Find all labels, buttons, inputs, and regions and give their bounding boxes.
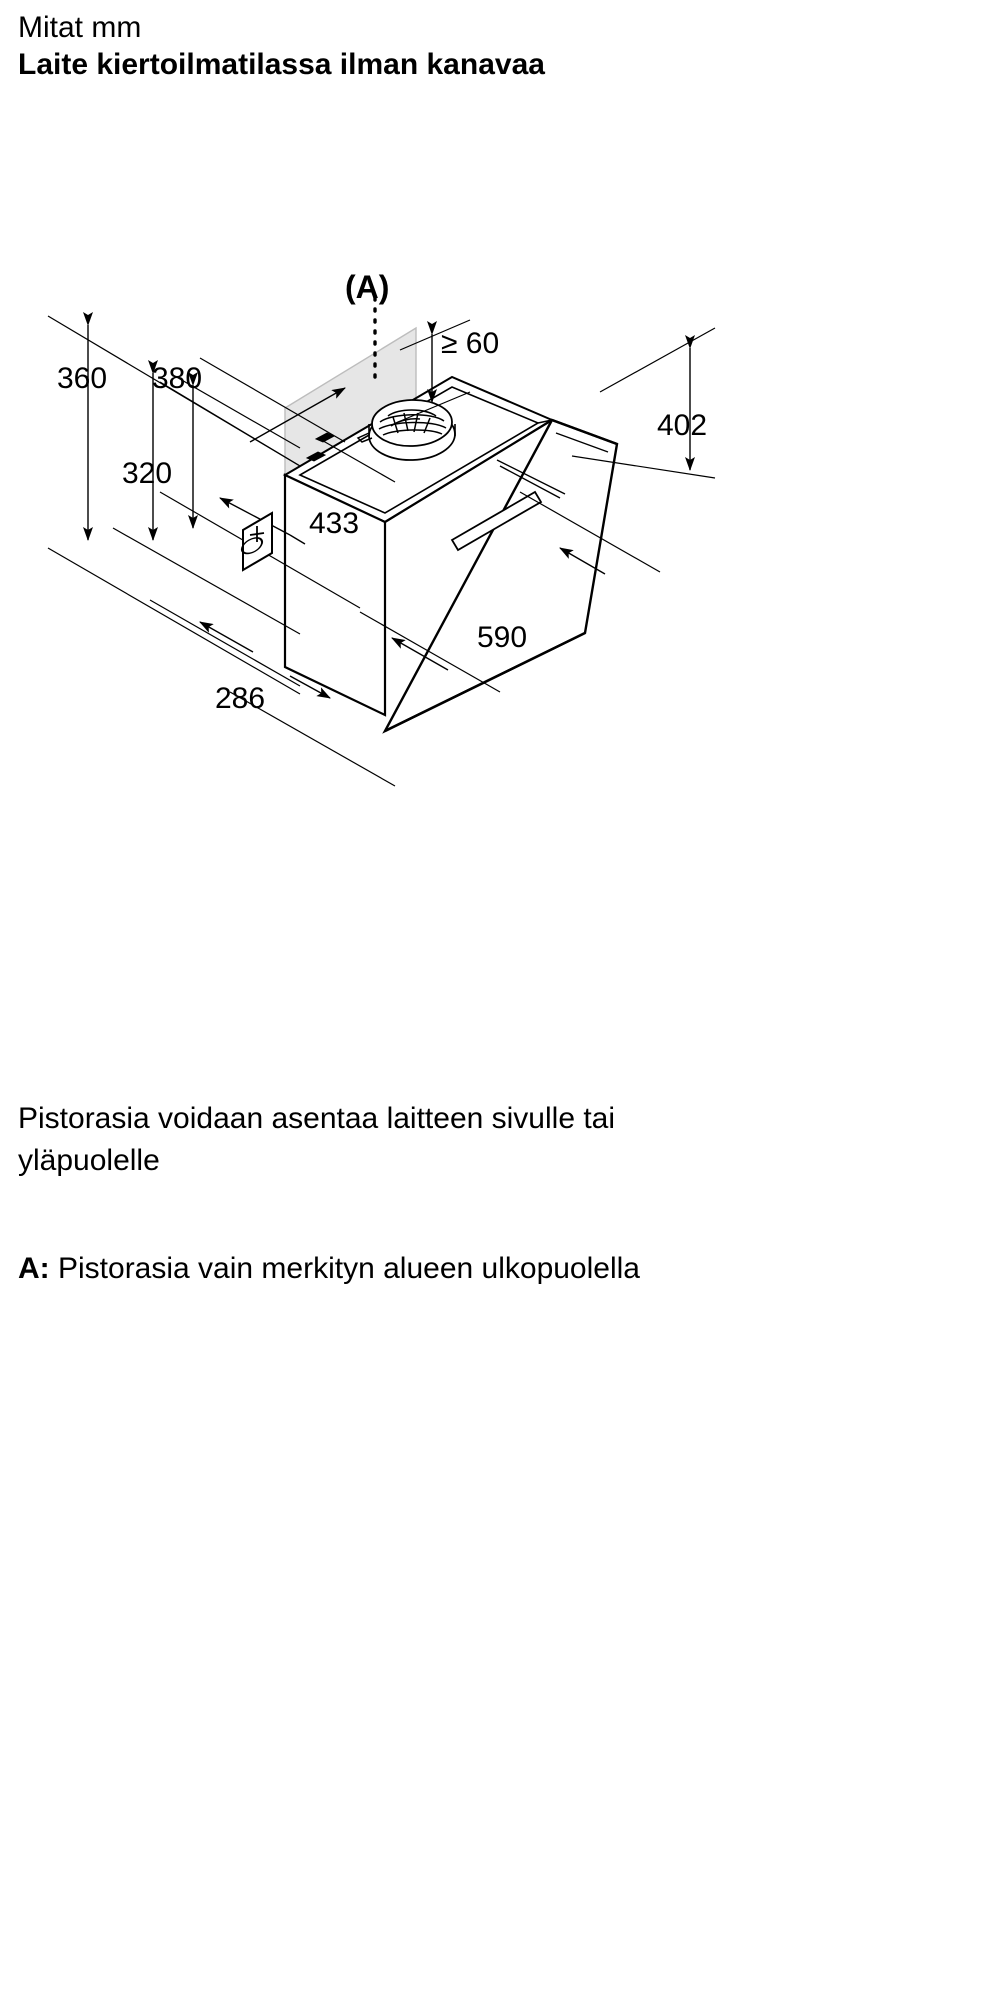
- dim-label-320: 320: [122, 457, 172, 490]
- dim-label-clearance: ≥ 60: [441, 327, 499, 360]
- note-socket-placement: Pistorasia voidaan asentaa laitteen sivu…: [18, 1102, 616, 1177]
- note-marked-area: A: Pistorasia vain merkityn alueen ulkop…: [18, 1248, 809, 1290]
- note-marked-area-text: Pistorasia vain merkityn alueen ulkopuol…: [58, 1252, 640, 1285]
- dim-286: [149, 599, 396, 787]
- power-socket-icon: [240, 511, 273, 572]
- dim-clearance: [397, 319, 471, 423]
- dim-402: [571, 327, 716, 479]
- dim-label-402: 402: [657, 409, 707, 442]
- hood-body-box: [283, 419, 553, 717]
- dim-label-380: 380: [152, 362, 202, 395]
- dim-590: [359, 491, 661, 693]
- dim-label-360: 360: [57, 362, 107, 395]
- note-marker-a: A:: [18, 1252, 50, 1285]
- callout-label-a: (A): [345, 269, 389, 305]
- hood-right-trim: [496, 419, 566, 499]
- dim-380-leader: [159, 357, 346, 467]
- dim-320: [112, 372, 301, 635]
- units-label: Mitat mm: [18, 11, 142, 44]
- dim-label-286: 286: [215, 682, 265, 715]
- dimension-diagram: 360 380 320 433 286 590 402 ≥ 60 (A): [0, 230, 1000, 830]
- dim-label-590: 590: [477, 621, 527, 654]
- page-title: Laite kiertoilmatilassa ilman kanavaa: [18, 48, 545, 81]
- header: Mitat mm Laite kiertoilmatilassa ilman k…: [18, 10, 958, 84]
- recirculation-fan-module: [356, 399, 456, 461]
- dim-label-433: 433: [309, 507, 359, 540]
